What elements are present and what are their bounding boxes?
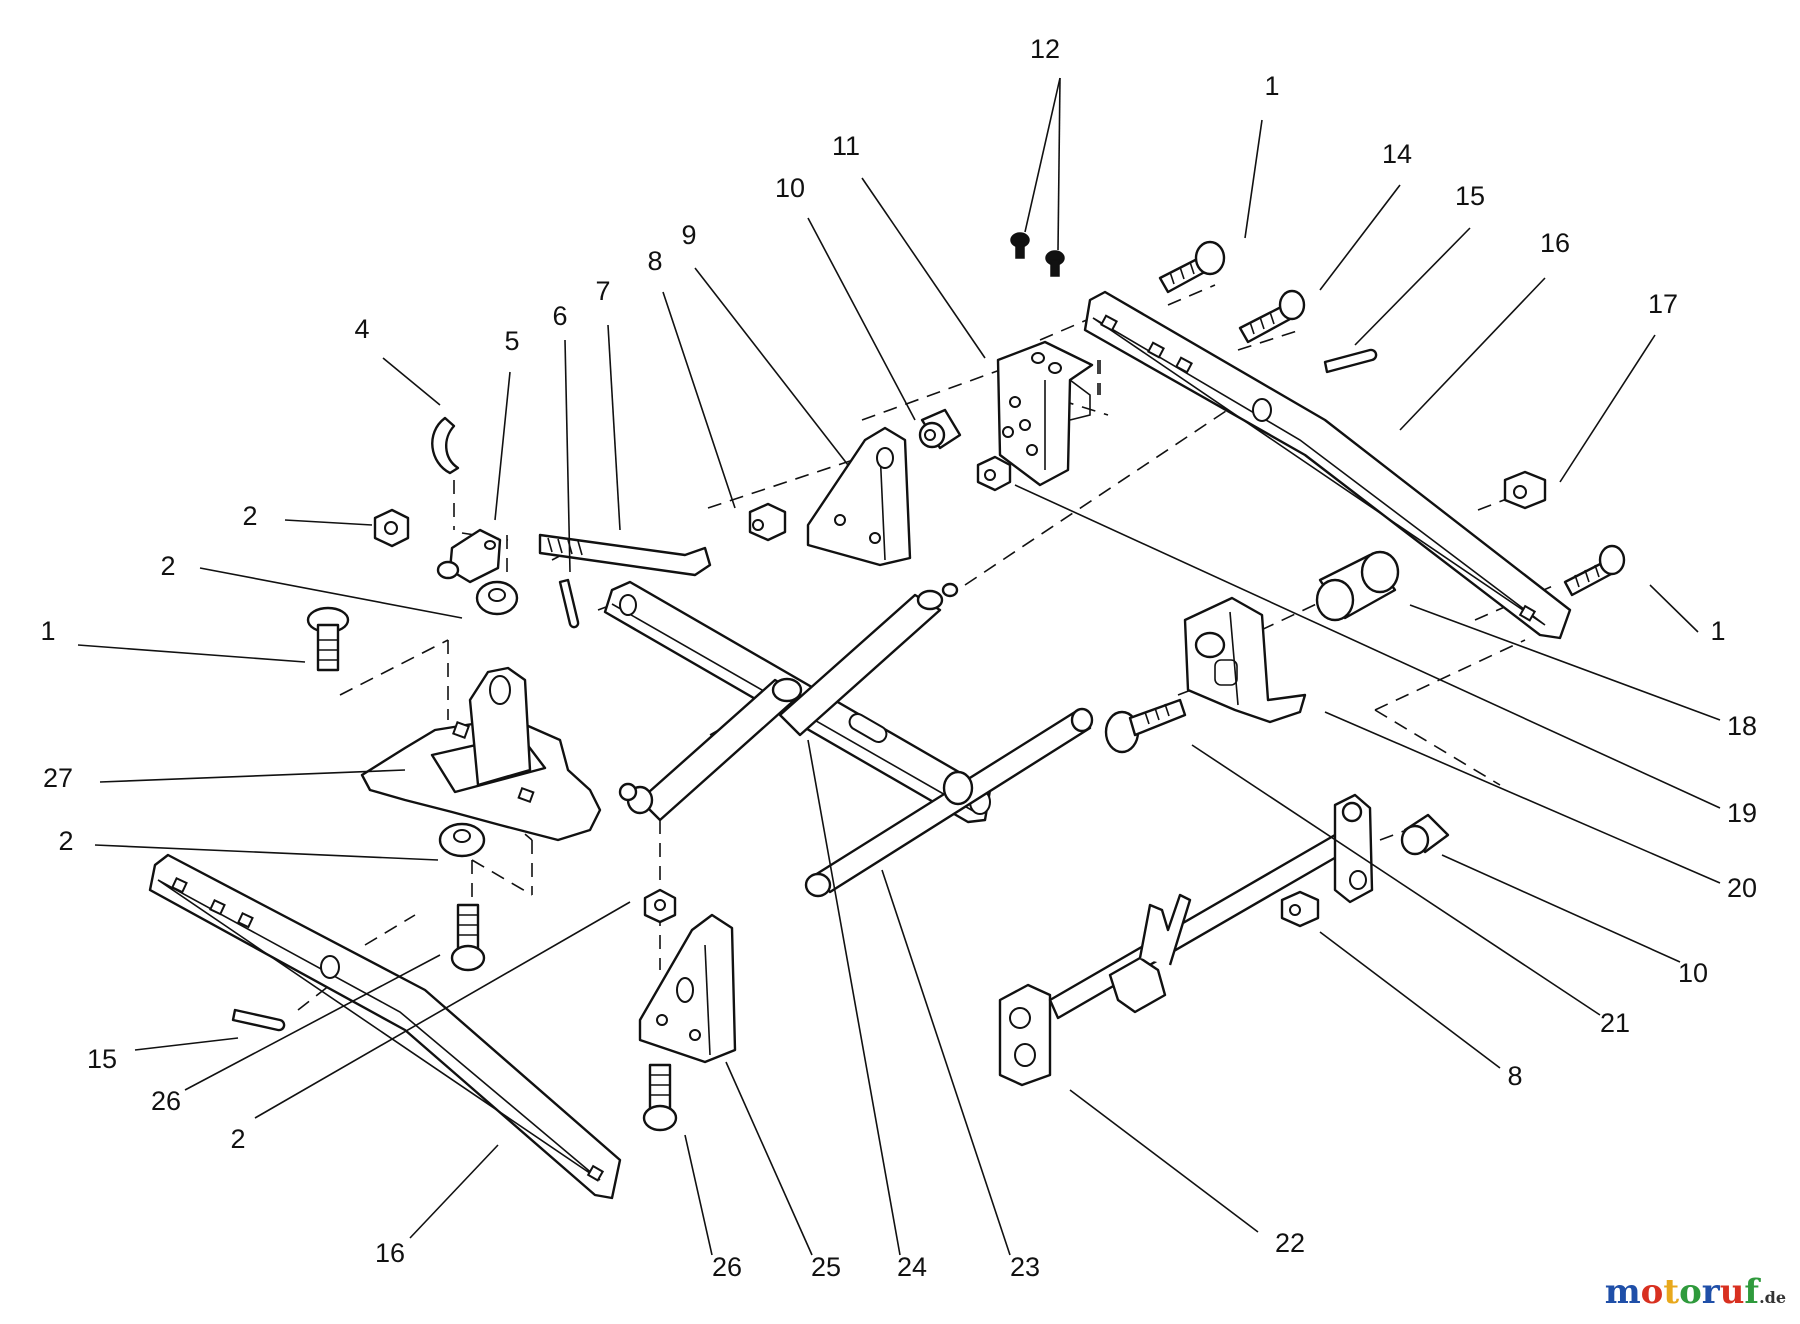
callout-c11: 11 [832,131,860,161]
watermark-letter: o [1640,1272,1664,1312]
part-16-lower-arm [148,853,622,1200]
leader-lines [77,77,1721,1256]
callout-c8-top: 8 [647,246,662,276]
watermark-letter: o [1679,1272,1702,1312]
assembly-guide-lines [297,284,1556,1011]
part-5-swivel [436,528,502,584]
callout-c12: 12 [1030,34,1060,64]
callout-c25: 25 [811,1252,841,1282]
part-16-upper-arm [1083,290,1572,640]
callout-c6: 6 [552,301,567,331]
callout-c16-bot: 16 [375,1238,405,1268]
callout-c27: 27 [43,763,73,793]
fasteners [231,232,1626,1132]
callout-c10-top: 10 [775,173,805,203]
callout-c26-bot: 26 [712,1252,742,1282]
callout-c14: 14 [1382,139,1412,169]
callout-c16-top: 16 [1540,228,1570,258]
callout-c2-a: 2 [242,501,257,531]
callout-c1-right: 1 [1710,616,1725,646]
part-23-shaft [804,707,1094,898]
callout-c24: 24 [897,1252,927,1282]
callout-c8-bot: 8 [1507,1061,1522,1091]
watermark-name: motoruf [1605,1272,1759,1312]
callout-c19: 19 [1727,798,1757,828]
part-7-rod [538,533,712,577]
watermark-letter: m [1604,1272,1641,1312]
watermark-letter: t [1663,1272,1680,1312]
callout-c18: 18 [1727,711,1757,741]
callout-c23: 23 [1010,1252,1040,1282]
part-27-plate [360,666,602,842]
callout-c22: 22 [1275,1228,1305,1258]
callout-c17: 17 [1648,289,1678,319]
watermark-letter: u [1719,1272,1745,1312]
callout-c15-top: 15 [1455,181,1485,211]
callout-c20: 20 [1727,873,1757,903]
watermark-letter: f [1744,1272,1760,1312]
watermark-letter: r [1701,1272,1720,1312]
callout-c2-c: 2 [58,826,73,856]
callout-c5: 5 [504,326,519,356]
callout-c7: 7 [595,276,610,306]
watermark-logo: motoruf.de [1605,1272,1786,1312]
part-22-shaft-assembly [998,793,1374,1087]
callout-c9: 9 [681,220,696,250]
part-11-bracket [996,340,1094,487]
callout-c1-top: 1 [1264,71,1279,101]
callout-c21: 21 [1600,1008,1630,1038]
callout-c26-left: 26 [151,1086,181,1116]
callout-c4: 4 [354,314,369,344]
callout-c2-b: 2 [160,551,175,581]
callout-c10-bot: 10 [1678,958,1708,988]
part-9-bracket [806,426,912,567]
callout-c1-left: 1 [40,616,55,646]
part-20-bracket [1183,596,1307,724]
part-24-crossbar [603,580,992,824]
callout-c15-bot: 15 [87,1044,117,1074]
watermark-tld: .de [1759,1288,1786,1307]
callout-c2-d: 2 [230,1124,245,1154]
part-25-bracket [638,913,737,1064]
